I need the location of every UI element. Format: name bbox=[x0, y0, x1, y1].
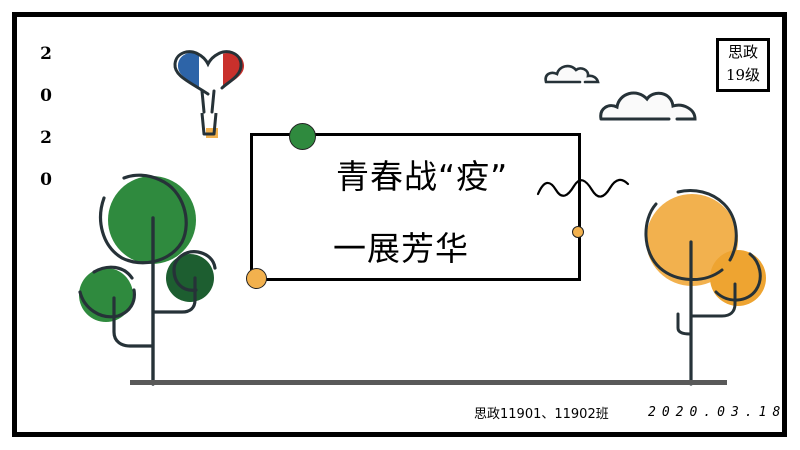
date-label: 2020.03.18 bbox=[648, 405, 787, 420]
badge-line1: 思政 bbox=[727, 43, 758, 61]
title-box bbox=[250, 133, 581, 281]
cloud-small-icon bbox=[544, 64, 600, 84]
year-digit: 2 bbox=[40, 128, 52, 148]
title-line2: 一展芳华 bbox=[333, 229, 469, 268]
class-badge: 思政 19级 bbox=[716, 38, 770, 92]
ground-line bbox=[130, 380, 727, 385]
title-line1: 青春战“疫” bbox=[336, 157, 509, 196]
orange-small-dot-decoration bbox=[572, 226, 584, 238]
classes-label: 思政11901、11902班 bbox=[474, 407, 609, 422]
wave-squiggle-icon bbox=[536, 178, 630, 198]
year-digit: 2 bbox=[40, 44, 52, 64]
orange-dot-decoration bbox=[246, 268, 267, 289]
year-digit: 0 bbox=[40, 86, 52, 106]
heart-balloon-icon bbox=[173, 50, 245, 138]
orange-tree-icon bbox=[644, 189, 766, 386]
year-vertical: 2 0 2 0 bbox=[36, 44, 56, 212]
cloud-large-icon bbox=[599, 91, 697, 121]
badge-line2: 19级 bbox=[725, 66, 761, 84]
green-dot-decoration bbox=[289, 123, 316, 150]
year-digit: 0 bbox=[40, 170, 52, 190]
green-tree-icon bbox=[78, 173, 217, 386]
